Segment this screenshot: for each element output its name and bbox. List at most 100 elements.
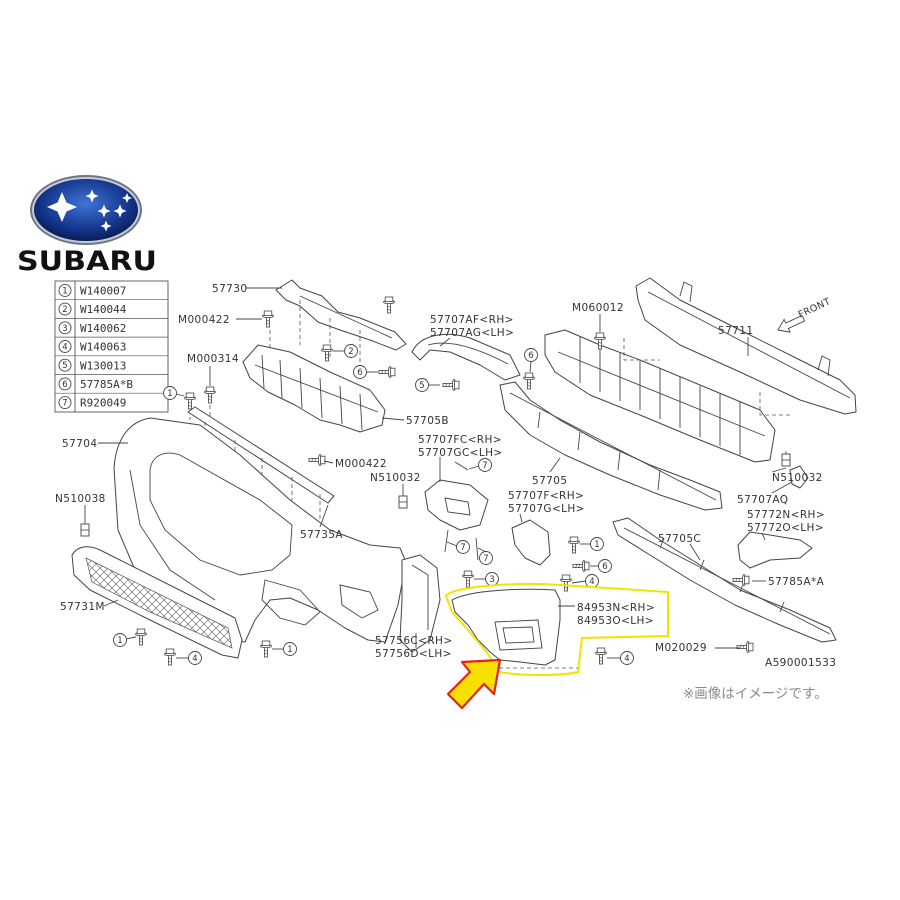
- legend-number: 6: [62, 380, 67, 390]
- label-n510032: N510032: [370, 472, 421, 484]
- label-57707ag: 57707AG<LH>: [430, 327, 514, 339]
- part-84953n-fog-cover: [451, 588, 580, 669]
- label-57711: 57711: [718, 325, 753, 337]
- part-57711-reinforcement: [635, 277, 857, 415]
- callout-3: 3: [474, 572, 499, 586]
- part-57707fc-bracket: [424, 479, 489, 531]
- label-m000422: M000422: [178, 314, 230, 326]
- label-57731m: 57731M: [60, 601, 105, 613]
- part-57730-upper-bracket: [275, 279, 407, 351]
- bolt-icon: [262, 310, 274, 328]
- bolt-icon: [164, 648, 176, 666]
- callout-7: 7: [468, 458, 492, 472]
- label-57730: 57730: [212, 283, 247, 295]
- part-57707af-bracket: [411, 333, 521, 381]
- clip-icon: [398, 492, 408, 509]
- callout-6: 6: [353, 365, 378, 379]
- label-n510032-b: N510032: [772, 472, 823, 484]
- label-57707g: 57707G<LH>: [508, 503, 585, 515]
- callout-number: 1: [287, 645, 292, 655]
- clip-icon: [781, 450, 791, 467]
- front-label: FRONT: [797, 296, 833, 321]
- label-57707af: 57707AF<RH>: [430, 314, 514, 326]
- label-m060012: M060012: [572, 302, 624, 314]
- small-star-icon: [122, 193, 132, 203]
- label-57704: 57704: [62, 438, 97, 450]
- callout-number: 5: [419, 381, 424, 391]
- pointer-arrow-outline: [446, 658, 502, 710]
- callout-number: 4: [192, 654, 197, 664]
- part-57705b-radiator-upper: [242, 344, 386, 433]
- part-57707f-bracket: [511, 519, 551, 566]
- front-direction-indicator: FRONT: [777, 296, 833, 333]
- image-disclaimer: ※画像はイメージです。: [683, 686, 828, 702]
- front-arrow-icon: [777, 314, 806, 333]
- bolt-icon: [568, 536, 580, 554]
- part-57772n-bracket: [737, 531, 813, 569]
- logo-oval: [32, 177, 140, 243]
- label-57707aq: 57707AQ: [737, 494, 788, 506]
- label-n510038: N510038: [55, 493, 106, 505]
- legend-code: W140044: [80, 303, 127, 316]
- callout-4: 4: [571, 574, 599, 588]
- bolt-icon: [462, 570, 474, 588]
- callout-number: 7: [483, 554, 488, 564]
- bolt-icon: [184, 392, 196, 410]
- bolt-icon: [321, 344, 333, 362]
- label-57707fc: 57707FC<RH>: [418, 434, 502, 446]
- bolt-icon: [732, 574, 750, 586]
- callout-4: 4: [176, 651, 202, 665]
- callout-number: 1: [167, 389, 172, 399]
- callout-6: 6: [590, 559, 612, 573]
- bolt-icon: [523, 372, 535, 390]
- callout-6: 6: [524, 348, 538, 373]
- legend-row: 3 W140062: [55, 321, 168, 338]
- callout-2: 2: [333, 344, 358, 358]
- callout-number: 1: [594, 540, 599, 550]
- legend-number: 3: [62, 324, 67, 334]
- bolt-icon: [135, 628, 147, 646]
- small-star-icon: [100, 220, 112, 232]
- legend-number: 5: [62, 361, 67, 371]
- callout-4: 4: [607, 651, 634, 665]
- callout-1: 1: [272, 642, 297, 656]
- label-57772o: 57772O<LH>: [747, 522, 824, 534]
- bolt-icon: [378, 366, 396, 378]
- legend-row: 5 W130013: [55, 358, 168, 375]
- bolt-icon: [595, 647, 607, 665]
- label-84953n: 84953N<RH>: [577, 602, 655, 614]
- label-m000422-b: M000422: [335, 458, 387, 470]
- label-57772n: 57772N<RH>: [747, 509, 825, 521]
- small-star-icon: [113, 204, 127, 218]
- diagram-id: A590001533: [765, 657, 836, 669]
- legend-code: W130013: [80, 359, 126, 372]
- bolt-icon: [308, 454, 326, 466]
- legend-number: 7: [62, 399, 67, 409]
- leader-lines: [84, 287, 793, 649]
- legend-number: 4: [62, 343, 67, 353]
- callout-number: 1: [117, 636, 122, 646]
- bolt-icon: [572, 560, 590, 572]
- part-57705-beam: [499, 381, 723, 511]
- callout-number: 4: [589, 577, 594, 587]
- brand-wordmark: SUBARU: [17, 246, 157, 277]
- label-57705: 57705: [532, 475, 567, 487]
- callout-1: 1: [113, 633, 137, 647]
- callout-number: 7: [460, 543, 465, 553]
- legend-code: W140062: [80, 322, 126, 335]
- part-57705c-lower-beam: [612, 517, 837, 643]
- label-57707gc: 57707GC<LH>: [418, 447, 503, 459]
- callout-1: 1: [163, 386, 185, 400]
- part-57707aq-bracket: [789, 465, 809, 489]
- small-star-icon: [85, 189, 99, 203]
- bolt-icon: [260, 640, 272, 658]
- label-57785a-a: 57785A*A: [768, 576, 825, 588]
- callout-1: 1: [580, 537, 604, 551]
